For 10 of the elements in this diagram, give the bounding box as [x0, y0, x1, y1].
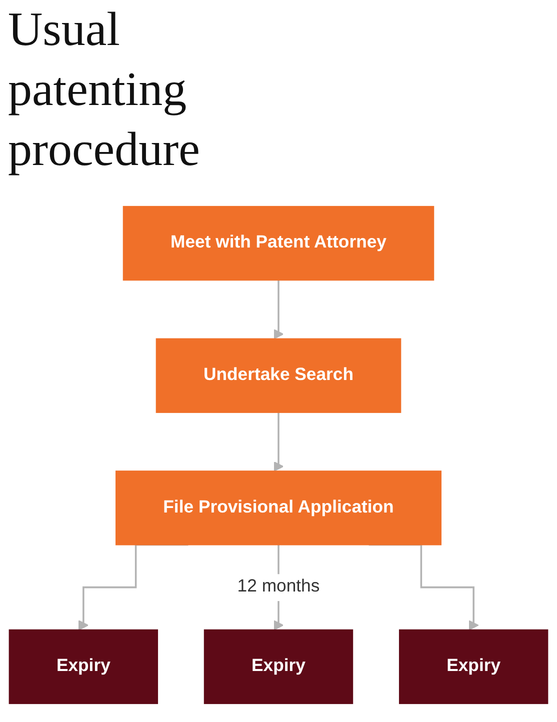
edge-label: 12 months [237, 576, 320, 596]
node-box: Expiry [8, 629, 158, 704]
node-box: Expiry [398, 629, 548, 704]
node-box: Undertake Search [156, 338, 402, 413]
node-box: Expiry [204, 629, 354, 704]
node-box: File Provisional Application [116, 470, 442, 546]
arrow [273, 279, 284, 340]
node-box: Meet with Patent Attorney [122, 206, 434, 281]
title: Usual patenting procedure [8, 2, 201, 178]
arrow [273, 411, 284, 472]
